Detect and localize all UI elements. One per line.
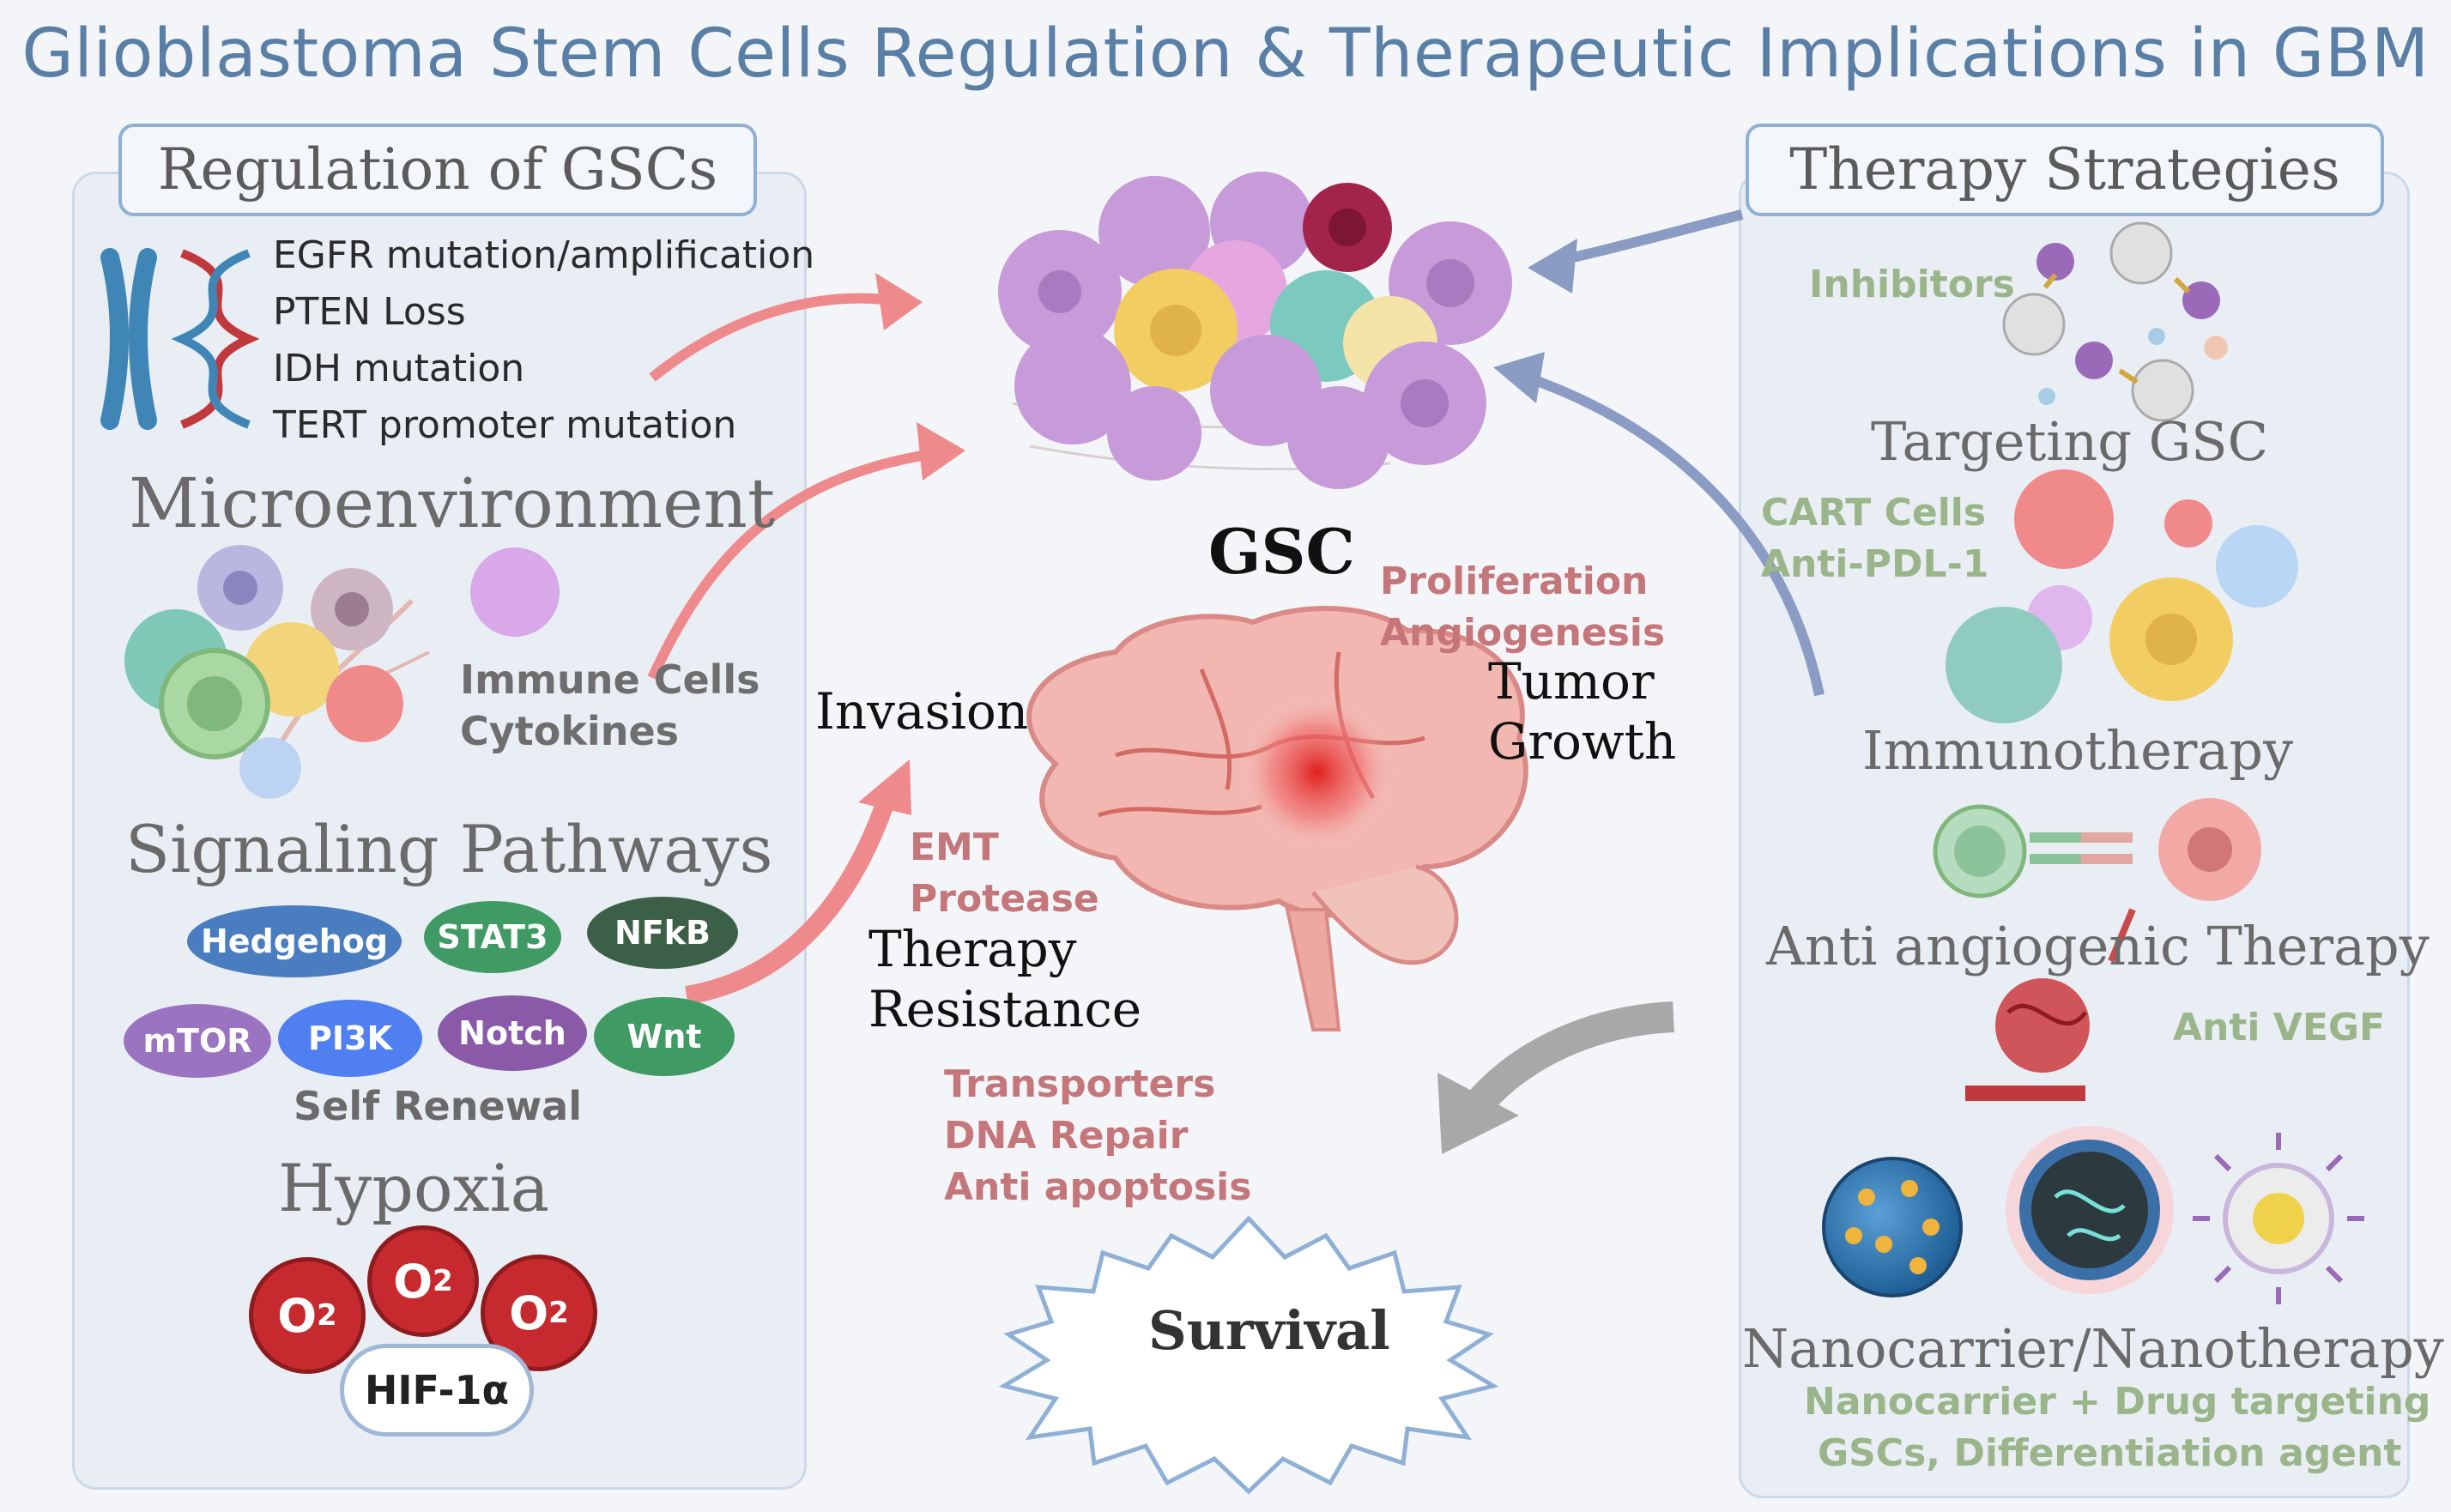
proliferation-line: Angiogenesis <box>1380 611 1666 655</box>
hypoxia-title: Hypoxia <box>278 1150 550 1226</box>
arrow-immuno-to-gsc <box>1493 352 1825 697</box>
cart-line: CART Cells <box>1761 491 1987 535</box>
micro-line: Immune Cells <box>460 656 760 703</box>
immune-cells-illustration <box>124 545 560 799</box>
antiangiogenic-title: Anti angiogenic Therapy <box>1766 915 2430 977</box>
dna-helix-icon <box>171 249 260 429</box>
tumor-growth-line: Growth <box>1488 712 1677 771</box>
pill-notch: Notch <box>438 995 587 1071</box>
tumor-vasculature-icon <box>1965 978 2090 1101</box>
nanocarrier-icons <box>1822 1126 2364 1304</box>
right-header: Therapy Strategies <box>1746 124 2384 216</box>
tumor-growth-line: Tumor <box>1488 652 1655 711</box>
survival-label: Survival <box>1148 1299 1390 1362</box>
genetic-item: EGFR mutation/amplification <box>273 233 815 277</box>
genetic-item: IDH mutation <box>273 347 525 390</box>
arrow-therapy-to-gsc <box>1528 209 1744 293</box>
inhibitors-label: Inhibitors <box>1809 263 2015 306</box>
chromosome-icon <box>100 248 157 430</box>
microenvironment-title: Microenvironment <box>129 463 776 543</box>
tcell-tumor-synapse-icon <box>1933 798 2261 963</box>
immunotherapy-cells-icon <box>1946 469 2298 723</box>
cart-line: Anti-PDL-1 <box>1761 542 1989 586</box>
arrow-micro-to-gsc <box>647 422 965 680</box>
inhibitors-icon <box>2002 221 2228 422</box>
nano-line: GSCs, Differentiation agent <box>1818 1431 2402 1475</box>
resistance-line: Therapy <box>868 920 1077 978</box>
transporters-line: Transporters <box>944 1062 1216 1106</box>
pill-mtor: mTOR <box>124 1004 271 1078</box>
transporters-line: Anti apoptosis <box>944 1165 1252 1209</box>
emt-line: Protease <box>910 877 1099 921</box>
genetic-item: PTEN Loss <box>273 290 466 334</box>
pill-stat3: STAT3 <box>424 901 561 973</box>
arrow-therapy-to-survival <box>1437 1001 1674 1154</box>
self-renewal-label: Self Renewal <box>294 1083 582 1129</box>
pill-pi3k: PI3K <box>278 1000 422 1077</box>
survival-burst <box>998 1215 1499 1495</box>
pill-hedgehog: Hedgehog <box>187 905 402 977</box>
transporters-line: DNA Repair <box>944 1114 1189 1158</box>
immunotherapy-title: Immunotherapy <box>1862 719 2294 782</box>
emt-line: EMT <box>910 826 999 869</box>
resistance-line: Resistance <box>868 980 1142 1038</box>
signaling-title: Signaling Pathways <box>125 811 773 887</box>
nanotherapy-title: Nanocarrier/Nanotherapy <box>1742 1317 2444 1380</box>
nano-line: Nanocarrier + Drug targeting <box>1804 1380 2431 1424</box>
proliferation-line: Proliferation <box>1380 559 1649 603</box>
left-header: Regulation of GSCs <box>118 124 757 216</box>
gsc-cluster-illustration <box>998 172 1512 489</box>
pill-wnt: Wnt <box>594 997 735 1076</box>
pill-nfkb: NFkB <box>587 897 738 969</box>
anti-vegf-label: Anti VEGF <box>2173 1006 2386 1049</box>
targeting-gsc-title: Targeting GSC <box>1871 410 2269 473</box>
invasion-label: Invasion <box>815 682 1029 741</box>
genetic-item: TERT promoter mutation <box>273 403 737 447</box>
brain-illustration <box>1026 605 1528 1031</box>
arrow-signaling-to-invasion <box>685 759 911 1005</box>
diagram-title: Glioblastoma Stem Cells Regulation & The… <box>21 15 2430 93</box>
micro-line: Cytokines <box>460 708 680 754</box>
gsc-label: GSC <box>1208 515 1355 588</box>
hif1a-box: HIF-1α <box>340 1344 534 1436</box>
arrow-genetic-to-gsc <box>649 273 923 382</box>
